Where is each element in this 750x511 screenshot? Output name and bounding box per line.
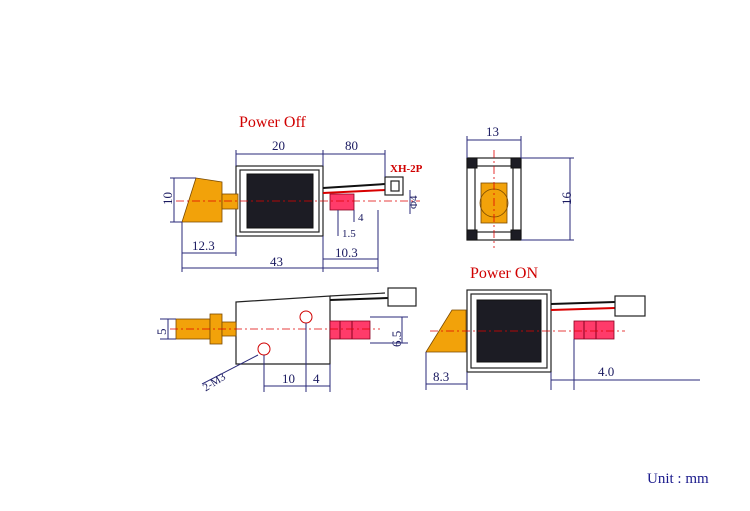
mount-hole-2 [257,342,271,356]
dim-8-3: 8.3 [433,369,449,384]
side-connector [387,287,417,307]
end-view: 13 16 [466,124,574,248]
plunger-shaft [221,193,239,210]
plunger-head [181,177,223,223]
dim-4-0: 4.0 [598,364,614,379]
dim-1-5: 1.5 [342,228,356,240]
on-terminal [573,320,615,340]
dim-side-4: 4 [313,371,320,386]
power-on-title: Power ON [470,265,538,282]
dim-16: 16 [559,192,574,206]
dim-80: 80 [345,138,358,153]
unit-label: Unit : mm [647,471,709,487]
dim-side-10: 10 [282,371,295,386]
dim-5: 5 [154,329,169,336]
connector-label: XH-2P [390,163,423,175]
power-on-view: 8.3 4.0 [425,289,700,390]
side-view: 5 6.5 2-M3 10 4 [154,287,417,394]
on-connector [614,295,646,317]
dim-6-5: 6.5 [389,331,404,347]
dim-12-3: 12.3 [192,238,215,253]
side-frame [235,295,331,365]
mount-hole-1 [299,310,313,324]
terminal [329,193,355,211]
side-terminal [329,320,371,340]
dim-phi4: Φ4 [408,195,420,209]
dim-2-m3: 2-M3 [201,371,229,394]
dim-13: 13 [486,124,499,139]
power-off-title: Power Off [239,114,306,131]
dim-20: 20 [272,138,285,153]
dim-4: 4 [358,212,364,224]
dim-10-3: 10.3 [335,245,358,260]
dim-10: 10 [160,192,175,205]
dim-43: 43 [270,254,283,269]
power-off-view: 20 80 XH-2P 10 Φ4 4 1.5 12.3 10.3 43 [160,138,423,272]
